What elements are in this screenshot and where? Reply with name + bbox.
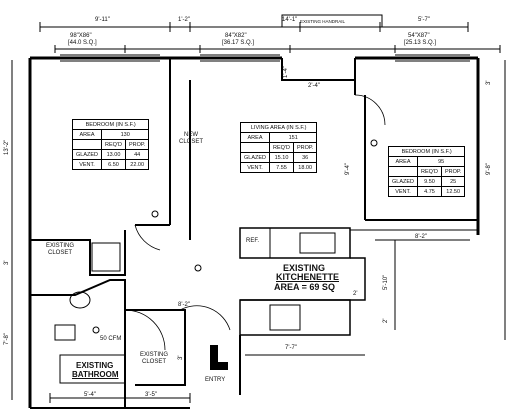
- entry-label: ENTRY: [205, 377, 226, 383]
- ref-label: REF.: [246, 238, 260, 244]
- glazed-reqd: 13.00: [101, 149, 126, 160]
- door-swing-bedroom2: [354, 94, 386, 126]
- dim-left-overall: 13'-2": [4, 139, 10, 155]
- bathtub: [59, 354, 126, 384]
- col-prop: PROP.: [124, 139, 150, 150]
- vent-prop: 12.50: [440, 186, 466, 197]
- light-fixture-icon: [194, 264, 202, 272]
- kitchenette-label-1: EXISTING: [283, 263, 326, 273]
- window-3-area: [25.13 S.Q.]: [404, 40, 437, 46]
- dim-left-mid: 3': [4, 260, 10, 265]
- table-title: BEDROOM (IN S.F.): [387, 146, 466, 157]
- table-title: BEDROOM (IN S.F.): [71, 119, 150, 130]
- vent-reqd: 4.75: [417, 186, 442, 197]
- window-1-area: [44.0 S.Q.]: [68, 40, 97, 46]
- door-swing-bedroom1: [134, 224, 161, 251]
- closet-bottom: [125, 309, 186, 386]
- area-label: AREA: [239, 132, 271, 143]
- col-reqd: REQ'D: [417, 166, 442, 177]
- handrail-area: [281, 58, 356, 81]
- dim-kitchen-2: 2': [353, 291, 358, 297]
- kitchenette-area: AREA = 69 SQ: [274, 282, 335, 292]
- vent-prop: 22.00: [124, 159, 150, 170]
- dim-top-right: 5'-7": [418, 17, 430, 23]
- glazed-prop: 25: [440, 176, 466, 187]
- vent-label: VENT.: [387, 186, 419, 197]
- dim-left-lower: 7'-8": [4, 333, 10, 345]
- glazed-prop: 44: [124, 149, 150, 160]
- existing-handrail-label: EXISTING HANDRAIL: [300, 19, 346, 24]
- vent-label: VENT.: [239, 162, 271, 173]
- bathroom-label-2: BATHROOM: [72, 370, 119, 379]
- area-value: 130: [101, 129, 150, 140]
- dim-hall-width: 8'-2": [178, 302, 190, 308]
- area-value: 151: [269, 132, 318, 143]
- cooktop: [269, 304, 301, 331]
- window-2-area: [36.17 S.Q.]: [222, 40, 255, 46]
- dim-bottom-mid: 3'-5": [145, 392, 157, 398]
- area-label: AREA: [387, 156, 419, 167]
- dim-living-height: 9'-4": [345, 163, 351, 175]
- wall-closet-left: [30, 230, 126, 276]
- col-prop: PROP.: [292, 142, 318, 153]
- area-value: 95: [417, 156, 466, 167]
- bathroom-label-1: EXISTING: [76, 361, 114, 370]
- new-closet-label: NEW CLOSET: [178, 132, 203, 145]
- dim-kitchen-width: 8'-2": [415, 234, 427, 240]
- dim-door: 2'-4": [308, 83, 320, 89]
- window-3-size: 54"X87": [408, 33, 430, 39]
- vent-label: VENT.: [71, 159, 103, 170]
- vanity: [54, 324, 76, 341]
- vent-reqd: 7.55: [269, 162, 294, 173]
- glazed-reqd: 15.10: [269, 152, 294, 163]
- col-prop: PROP.: [440, 166, 466, 177]
- dim-entry: 3': [178, 355, 184, 360]
- glazed-label: GLAZED: [387, 176, 419, 187]
- existing-closet-bottom-label: EXISTING CLOSET: [139, 352, 168, 365]
- glazed-label: GLAZED: [239, 152, 271, 163]
- glazed-label: GLAZED: [71, 149, 103, 160]
- window-1-size: 98"X86": [70, 33, 92, 39]
- dim-kitchen-bottom: 7'-7": [285, 345, 297, 351]
- dim-right-small: 2': [383, 318, 389, 323]
- washer: [91, 242, 121, 272]
- glazed-prop: 36: [292, 152, 318, 163]
- col-reqd: REQ'D: [269, 142, 294, 153]
- dim-right-top: 3': [486, 80, 492, 85]
- light-fixture-icon: [370, 139, 378, 147]
- fan-label: 50 CFM: [100, 336, 122, 342]
- window-2-size: 84"X82": [225, 33, 247, 39]
- entry-arrow-icon: [210, 345, 228, 370]
- dim-right-lower: 5'-10": [383, 274, 389, 290]
- dim-top-hall: 14'-1": [282, 17, 298, 23]
- existing-handrail-box: [281, 14, 383, 28]
- light-fixture-icon: [151, 210, 159, 218]
- door-swing-entry: [179, 305, 231, 331]
- kitchenette-label-2: KITCHENETTE: [276, 272, 339, 282]
- col-reqd: REQ'D: [101, 139, 126, 150]
- glazed-reqd: 9.50: [417, 176, 442, 187]
- existing-closet-left-label: EXISTING CLOSET: [45, 243, 74, 256]
- sink: [299, 232, 336, 254]
- toilet: [69, 291, 91, 309]
- kitchen-counter-bottom: [239, 299, 351, 336]
- dim-small: 1'-4": [283, 66, 289, 78]
- dim-bottom-left: 5'-4": [84, 392, 96, 398]
- dim-right-upper: 9'-8": [486, 163, 492, 175]
- vent-reqd: 6.50: [101, 159, 126, 170]
- table-title: LIVING AREA (IN S.F.): [239, 122, 318, 133]
- area-label: AREA: [71, 129, 103, 140]
- exhaust-fan-icon: [92, 326, 100, 334]
- dim-top-left: 9'-11": [95, 17, 110, 23]
- dim-top-mid: 1'-2": [178, 17, 190, 23]
- vent-prop: 18.00: [292, 162, 318, 173]
